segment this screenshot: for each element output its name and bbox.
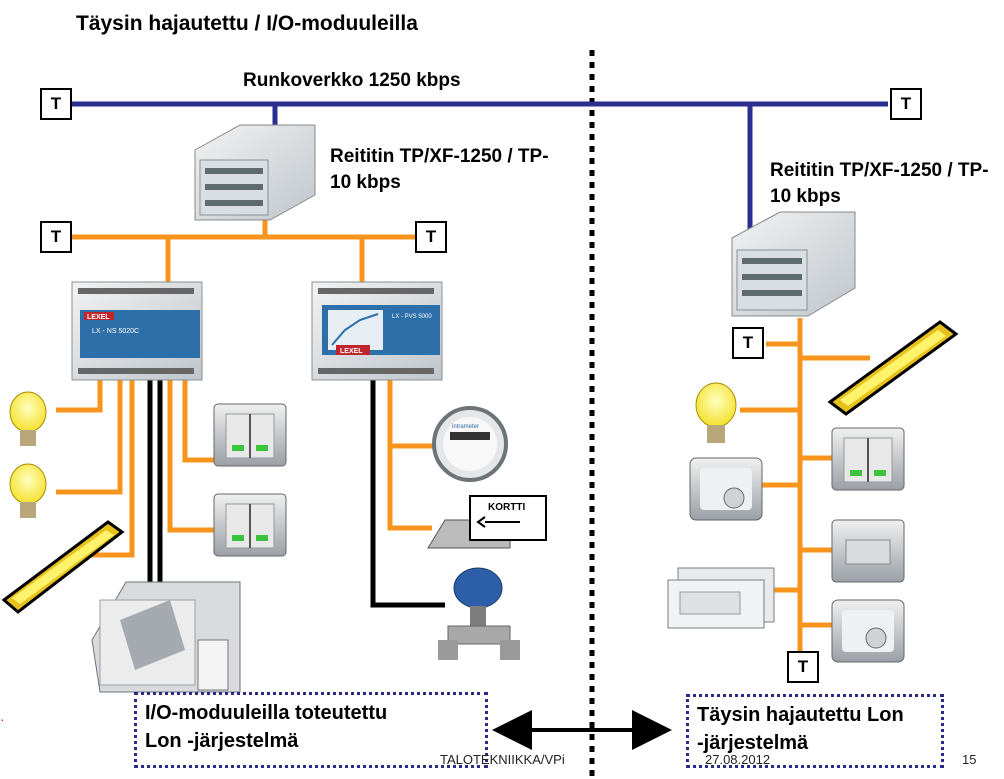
slide-title: Täysin hajautettu / I/O-moduuleilla xyxy=(76,12,418,35)
router-right-label: Reititin TP/XF-1250 / TP- 10 kbps xyxy=(770,158,989,210)
terminator-backbone-left: T xyxy=(40,88,72,120)
caption-right: Täysin hajautettu Lon -järjestelmä xyxy=(686,694,944,768)
right-subnet-wiring xyxy=(740,318,870,660)
meter-label: intrameter xyxy=(452,424,479,430)
light-bulb-icon xyxy=(9,463,47,518)
card-reader-label: KORTTI xyxy=(488,502,525,513)
router-left xyxy=(194,124,316,221)
io-module-2: LEXEL LX - PVS 5000 xyxy=(311,281,443,381)
ceiling-light-fixture-icon xyxy=(1,520,125,614)
page-number: 15 xyxy=(962,752,977,767)
terminator-subnet-left-end: T xyxy=(415,221,447,253)
thermostat-icon xyxy=(689,457,763,521)
terminator-backbone-right: T xyxy=(890,88,922,120)
motion-sensor-icon xyxy=(831,519,905,583)
card-reader-icon: KORTTI xyxy=(427,495,547,549)
router-right-line1: Reititin TP/XF-1250 / TP- xyxy=(770,160,989,181)
router-right-line2: 10 kbps xyxy=(770,186,841,207)
backbone-label: Runkoverkko 1250 kbps xyxy=(243,70,461,91)
footer-center: TALOTEKNIIKKA/VPi xyxy=(440,752,565,767)
left-subnet-wiring xyxy=(56,220,436,558)
controller-module-icon xyxy=(667,567,775,629)
light-bulb-icon xyxy=(9,391,47,446)
caption-left: I/O-moduuleilla toteutettu Lon -järjeste… xyxy=(134,692,488,768)
io-module-1: LEXEL LX - NS 5020C xyxy=(71,281,203,381)
io-module-2-brand: LEXEL xyxy=(340,348,363,355)
terminator-right-bottom: T xyxy=(787,651,819,683)
io-module-1-label: LX - NS 5020C xyxy=(92,328,139,335)
terminator-right-top: T xyxy=(732,327,764,359)
terminator-subnet-left: T xyxy=(40,221,72,253)
black-wires xyxy=(147,380,445,608)
light-switch-icon xyxy=(213,403,287,467)
light-switch-icon xyxy=(831,427,905,491)
router-left-line1: Reititin TP/XF-1250 / TP- xyxy=(330,146,549,167)
caption-right-line2: -järjestelmä xyxy=(697,732,809,754)
caption-left-line1: I/O-moduuleilla toteutettu xyxy=(145,702,388,724)
ventilation-unit-icon xyxy=(91,581,241,693)
router-left-line2: 10 kbps xyxy=(330,172,401,193)
room-sensor-icon xyxy=(831,599,905,663)
ceiling-light-fixture-icon xyxy=(827,320,959,416)
pressure-transmitter-icon xyxy=(438,567,520,660)
router-right xyxy=(731,211,856,317)
router-left-label: Reititin TP/XF-1250 / TP- 10 kbps xyxy=(330,144,549,196)
light-switch-icon xyxy=(213,493,287,557)
light-bulb-icon xyxy=(695,382,737,443)
caption-right-line1: Täysin hajautettu Lon xyxy=(697,704,904,726)
footer-date: 27.08.2012 xyxy=(705,752,771,767)
stray-mark: · xyxy=(0,711,5,727)
io-module-1-brand: LEXEL xyxy=(87,314,110,321)
io-module-2-label: LX - PVS 5000 xyxy=(392,314,432,320)
caption-left-line2: Lon -järjestelmä xyxy=(145,730,299,752)
energy-meter-icon: intrameter xyxy=(432,406,508,482)
